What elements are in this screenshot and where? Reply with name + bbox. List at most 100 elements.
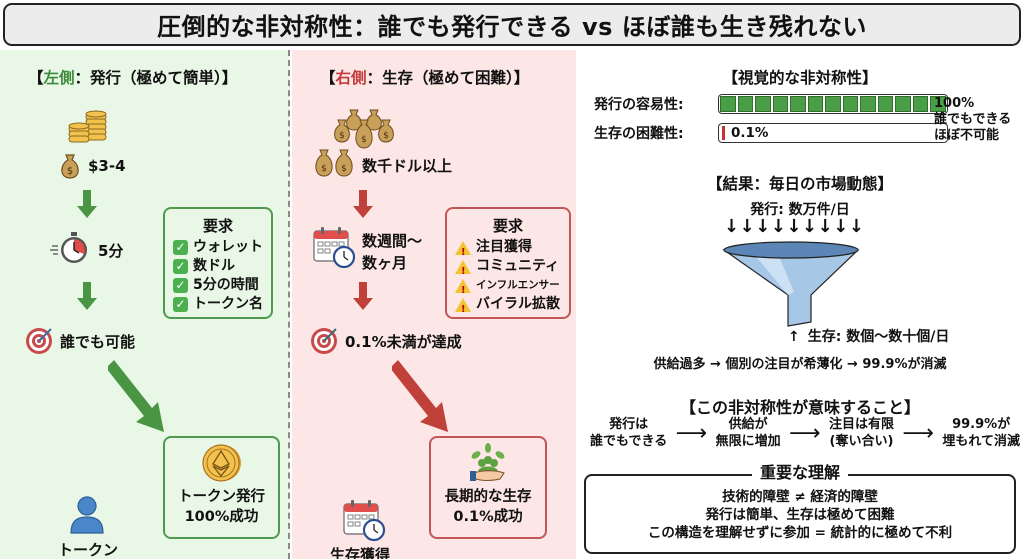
flow-step-line1: 発行は <box>609 417 649 432</box>
progress-segment <box>860 96 876 112</box>
issuance-progress-bar <box>718 94 948 114</box>
left-header-open: 【 <box>28 69 44 87</box>
survival-progress-bar: 0.1% <box>718 123 948 143</box>
survival-time-line2: 数ヶ月 <box>362 254 408 272</box>
requirement-text: コミュニティ <box>476 258 560 274</box>
warning-icon <box>455 278 471 300</box>
survival-result-line2: 0.1%成功 <box>453 509 523 525</box>
arrow-down-icon <box>353 282 373 310</box>
survival-result-box: 長期的な生存 0.1%成功 <box>429 436 547 539</box>
requirement-item: ✓ 数ドル <box>173 257 263 276</box>
progress-segment <box>790 96 806 112</box>
requirement-item: バイラル拡散 <box>455 295 561 319</box>
key-line: 発行は簡単、生存は極めて困難 <box>705 507 895 523</box>
person-icon <box>70 496 104 534</box>
stopwatch-icon <box>50 232 87 263</box>
money-bags-icon: $$$ <box>334 109 394 149</box>
progress-segment <box>720 96 736 112</box>
down-arrow-icon: ↓ <box>755 216 771 237</box>
requirement-text: バイラル拡散 <box>476 296 560 312</box>
arrow-diagonal-icon <box>108 360 164 432</box>
arrow-down-icon <box>353 190 373 218</box>
warning-icon <box>455 240 471 262</box>
survival-bar-fill <box>722 126 725 140</box>
bar-side-anyone: 誰でもできる <box>934 112 1012 127</box>
checkmark-icon: ✓ <box>173 278 188 293</box>
requirement-text: 5分の時間 <box>193 277 259 293</box>
requirement-item: ✓ 5分の時間 <box>173 276 263 295</box>
middle-header-open: 【 <box>320 69 336 87</box>
survival-time-label: 数週間〜 数ヶ月 <box>362 230 422 274</box>
flow-step-line2: 埋もれて消滅 <box>942 434 1020 449</box>
issuance-bar-label: 発行の容易性: <box>594 97 684 113</box>
panel-survival: 【右側：生存（極めて困難）】 $$$ $$ 数千ドル以上 <box>292 50 576 559</box>
panel-issuance: 【左側：発行（極めて簡単）】 $ $3-4 5分 <box>0 50 290 559</box>
bar-side-percent: 100% <box>934 96 975 111</box>
issuance-result-line1: トークン発行 <box>178 489 265 505</box>
flow-step-line1: 供給が <box>728 417 768 432</box>
money-bag-icon: $ <box>61 154 79 179</box>
page-title-text: 圧倒的な非対称性：誰でも発行できる vs ほぼ誰も生き残れない <box>157 13 867 41</box>
up-arrow-icon: ↑ <box>788 329 800 345</box>
outcome-label: 誰でも可能 <box>60 333 136 351</box>
flow-step-line2: (奪い合い) <box>829 434 894 449</box>
funnel-icon <box>722 241 860 327</box>
issuance-bar-row: 発行の容易性: <box>594 94 948 114</box>
survival-bar-row: 生存の困難性: 0.1% <box>594 123 948 143</box>
down-arrow-icon: ↓ <box>833 216 849 237</box>
checkmark-icon: ✓ <box>173 240 188 255</box>
checkmark-icon: ✓ <box>173 259 188 274</box>
right-arrow-icon: ⟶ <box>675 420 708 446</box>
market-header: 【結果：毎日の市場動態】 <box>706 175 893 193</box>
svg-text:$: $ <box>361 135 367 145</box>
middle-header-accent: 右側 <box>335 69 367 87</box>
warning-icon <box>455 259 471 281</box>
key-understanding-box: 重要な理解 技術的障壁 ≠ 経済的障壁 発行は簡単、生存は極めて困難 この構造を… <box>584 464 1016 554</box>
meaning-header: 【この非対称性が意味すること】 <box>679 398 920 417</box>
funnel-input-arrows: ↓↓↓↓↓↓↓↓↓ <box>724 216 864 238</box>
funnel-bottom-label: ↑生存: 数個〜数十個/日 <box>788 326 949 346</box>
flow-step: 注目は有限 (奪い合い) <box>829 416 894 450</box>
target-icon <box>26 328 52 354</box>
arrow-down-icon <box>77 282 97 310</box>
progress-segment <box>842 96 859 112</box>
progress-segment <box>807 96 824 112</box>
requirement-text: インフルエンサー <box>476 279 560 291</box>
panel-analysis: 【視覚的な非対称性】 発行の容易性: 生存の困難性: 0.1% 100% 誰でも… <box>576 50 1024 559</box>
meaning-flow: 発行は誰でもできる ⟶ 供給が無限に増加 ⟶ 注目は有限(奪い合い) ⟶ 99.… <box>590 416 1020 450</box>
issuance-result-box: トークン発行 100%成功 <box>163 436 280 539</box>
ethereum-coin-icon <box>201 444 241 482</box>
survival-bar-value: 0.1% <box>731 125 769 141</box>
flow-step: 供給が無限に増加 <box>716 416 781 450</box>
flow-step: 発行は誰でもできる <box>590 416 667 450</box>
arrow-down-icon <box>77 190 97 218</box>
progress-segment <box>825 96 841 112</box>
down-arrow-icon: ↓ <box>770 216 786 237</box>
bar-side-impossible: ほぼ不可能 <box>934 128 1000 143</box>
calendar-clock-icon <box>343 500 386 542</box>
bar-side-text: 100% 誰でもできる ほぼ不可能 <box>934 96 1011 144</box>
requirement-item: 注目獲得 <box>455 238 561 262</box>
middle-header: 【右側：生存（極めて困難）】 <box>320 66 529 88</box>
issuance-result-line2: 100%成功 <box>184 509 259 525</box>
progress-segment <box>912 96 929 112</box>
middle-header-rest: ：生存（極めて困難）】 <box>366 69 530 87</box>
page-title: 圧倒的な非対称性：誰でも発行できる vs ほぼ誰も生き残れない <box>3 3 1021 46</box>
left-header-accent: 左側 <box>43 69 75 87</box>
flow-step-line1: 注目は有限 <box>828 417 894 432</box>
down-arrow-icon: ↓ <box>786 216 802 237</box>
requirement-text: 数ドル <box>193 258 235 274</box>
person-label-line1: トークン <box>57 541 118 559</box>
arrow-diagonal-icon <box>392 360 448 432</box>
flow-step-line2: 誰でもできる <box>590 434 668 449</box>
target-icon <box>311 328 337 354</box>
survival-bar-label: 生存の困難性: <box>594 126 684 142</box>
right-arrow-icon: ⟶ <box>789 420 821 446</box>
left-header-rest: ：発行（極めて簡単）】 <box>74 69 238 87</box>
requirements-title: 要求 <box>202 217 233 235</box>
survival-outcome-label: 0.1%未満が達成 <box>345 333 462 351</box>
key-line: 技術的障壁 ≠ 経済的障壁 <box>722 489 878 505</box>
svg-text:$: $ <box>383 131 389 141</box>
funnel-top-label: 発行: 数万件/日 <box>750 202 850 218</box>
calendar-label: 生存獲得 <box>330 546 391 559</box>
